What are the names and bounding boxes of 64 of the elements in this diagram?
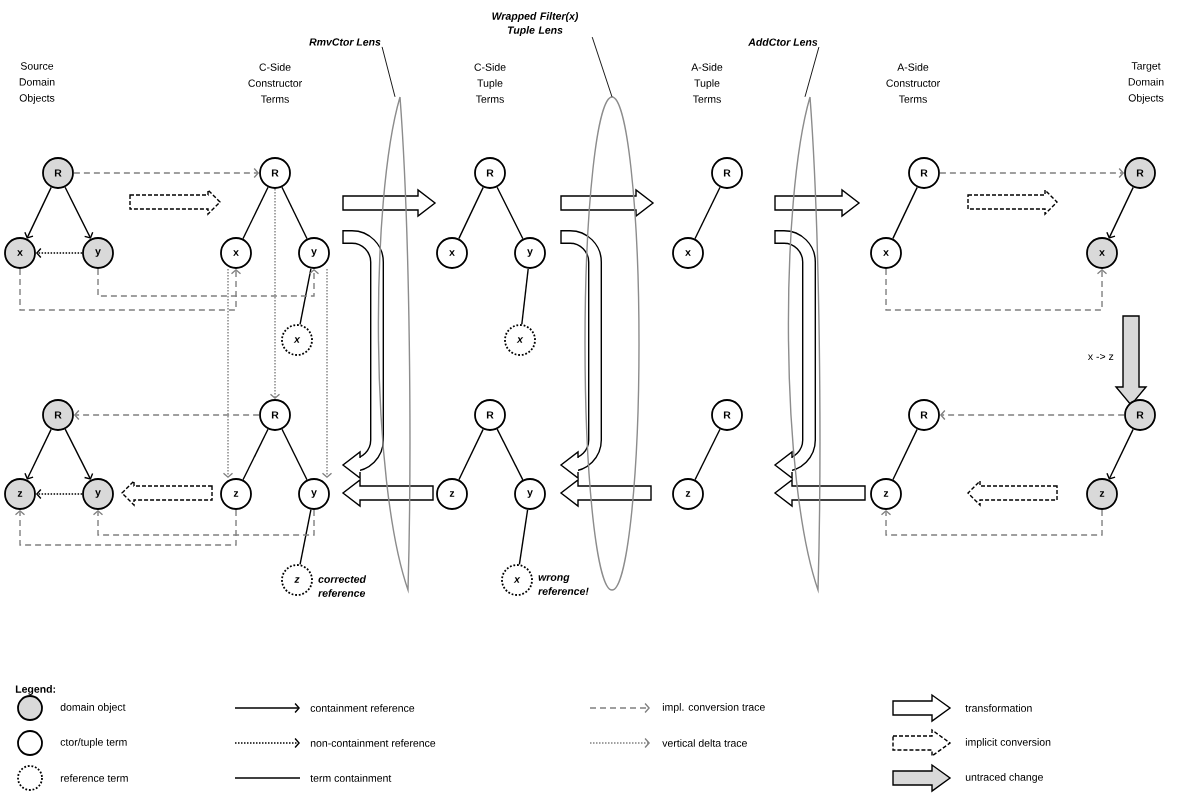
- arrow: [222, 268, 234, 479]
- connector-line: [458, 186, 484, 240]
- legend-text: impl. conversion trace: [662, 703, 765, 713]
- trace-arrow: [880, 509, 1103, 536]
- connector-line: [281, 186, 308, 240]
- arrow: [73, 167, 260, 179]
- arrow: [269, 188, 281, 400]
- connector-line: [521, 268, 529, 325]
- lens-label: AddCtor Lens: [748, 38, 818, 46]
- arrow: [1106, 428, 1134, 480]
- reference-caption: wrong reference!: [538, 575, 589, 595]
- trace-arrow: [14, 509, 237, 546]
- legend-text: term containment: [310, 774, 392, 782]
- change-label: x -> z: [1087, 353, 1114, 361]
- connector-line: [299, 508, 312, 566]
- column-heading: Target Domain Objects: [1128, 62, 1164, 104]
- column-heading: C-Side Constructor Terms: [248, 63, 302, 103]
- legend-text: domain object: [60, 703, 126, 713]
- lens-label: RmvCtor Lens: [309, 38, 381, 46]
- arrow: [24, 186, 52, 239]
- leader-line: [804, 46, 820, 98]
- connector-line: [892, 186, 918, 240]
- column-heading: C-Side Tuple Terms: [474, 63, 506, 103]
- column-heading: A-Side Constructor Terms: [886, 63, 940, 103]
- arrow: [64, 186, 94, 239]
- connector-line: [496, 428, 524, 481]
- connector-line: [242, 186, 269, 240]
- trace-arrow: [97, 268, 320, 297]
- arrow: [35, 247, 83, 259]
- trace-arrow: [885, 268, 1108, 311]
- legend-text: ctor/tuple term: [60, 738, 127, 748]
- trace-arrow: [19, 268, 242, 311]
- arrow: [35, 488, 83, 500]
- reference-caption: corrected reference: [318, 575, 367, 597]
- legend-text: containment reference: [310, 704, 415, 712]
- trace-arrow: [92, 509, 315, 536]
- arrow: [1106, 186, 1134, 239]
- connector-line: [694, 186, 721, 240]
- legend-text: non-containment reference: [310, 739, 436, 747]
- legend-heading: Legend:: [15, 685, 55, 695]
- legend-text: vertical delta trace: [662, 739, 747, 747]
- arrow: [64, 428, 94, 480]
- leader-line: [591, 36, 613, 98]
- connector-line: [694, 428, 721, 481]
- connector-line: [496, 186, 524, 240]
- legend-text: implicit conversion: [965, 738, 1051, 748]
- lens-label: Wrapped Filter(x) Tuple Lens: [492, 12, 579, 36]
- leader-line: [381, 46, 396, 98]
- connector-line: [458, 428, 484, 481]
- connector-line: [892, 428, 918, 481]
- connector-line: [281, 428, 308, 481]
- column-heading: Source Domain Objects: [19, 62, 55, 104]
- arrow: [939, 167, 1125, 179]
- connector-line: [299, 267, 312, 326]
- connector-line: [518, 509, 529, 565]
- column-heading: A-Side Tuple Terms: [691, 63, 723, 103]
- legend-text: transformation: [965, 704, 1032, 712]
- legend-text: untraced change: [965, 773, 1043, 783]
- arrow: [24, 428, 52, 480]
- connector-line: [242, 428, 269, 481]
- arrow: [939, 409, 1125, 421]
- legend-text: reference term: [60, 774, 128, 782]
- arrow: [73, 409, 260, 421]
- arrow: [321, 268, 333, 479]
